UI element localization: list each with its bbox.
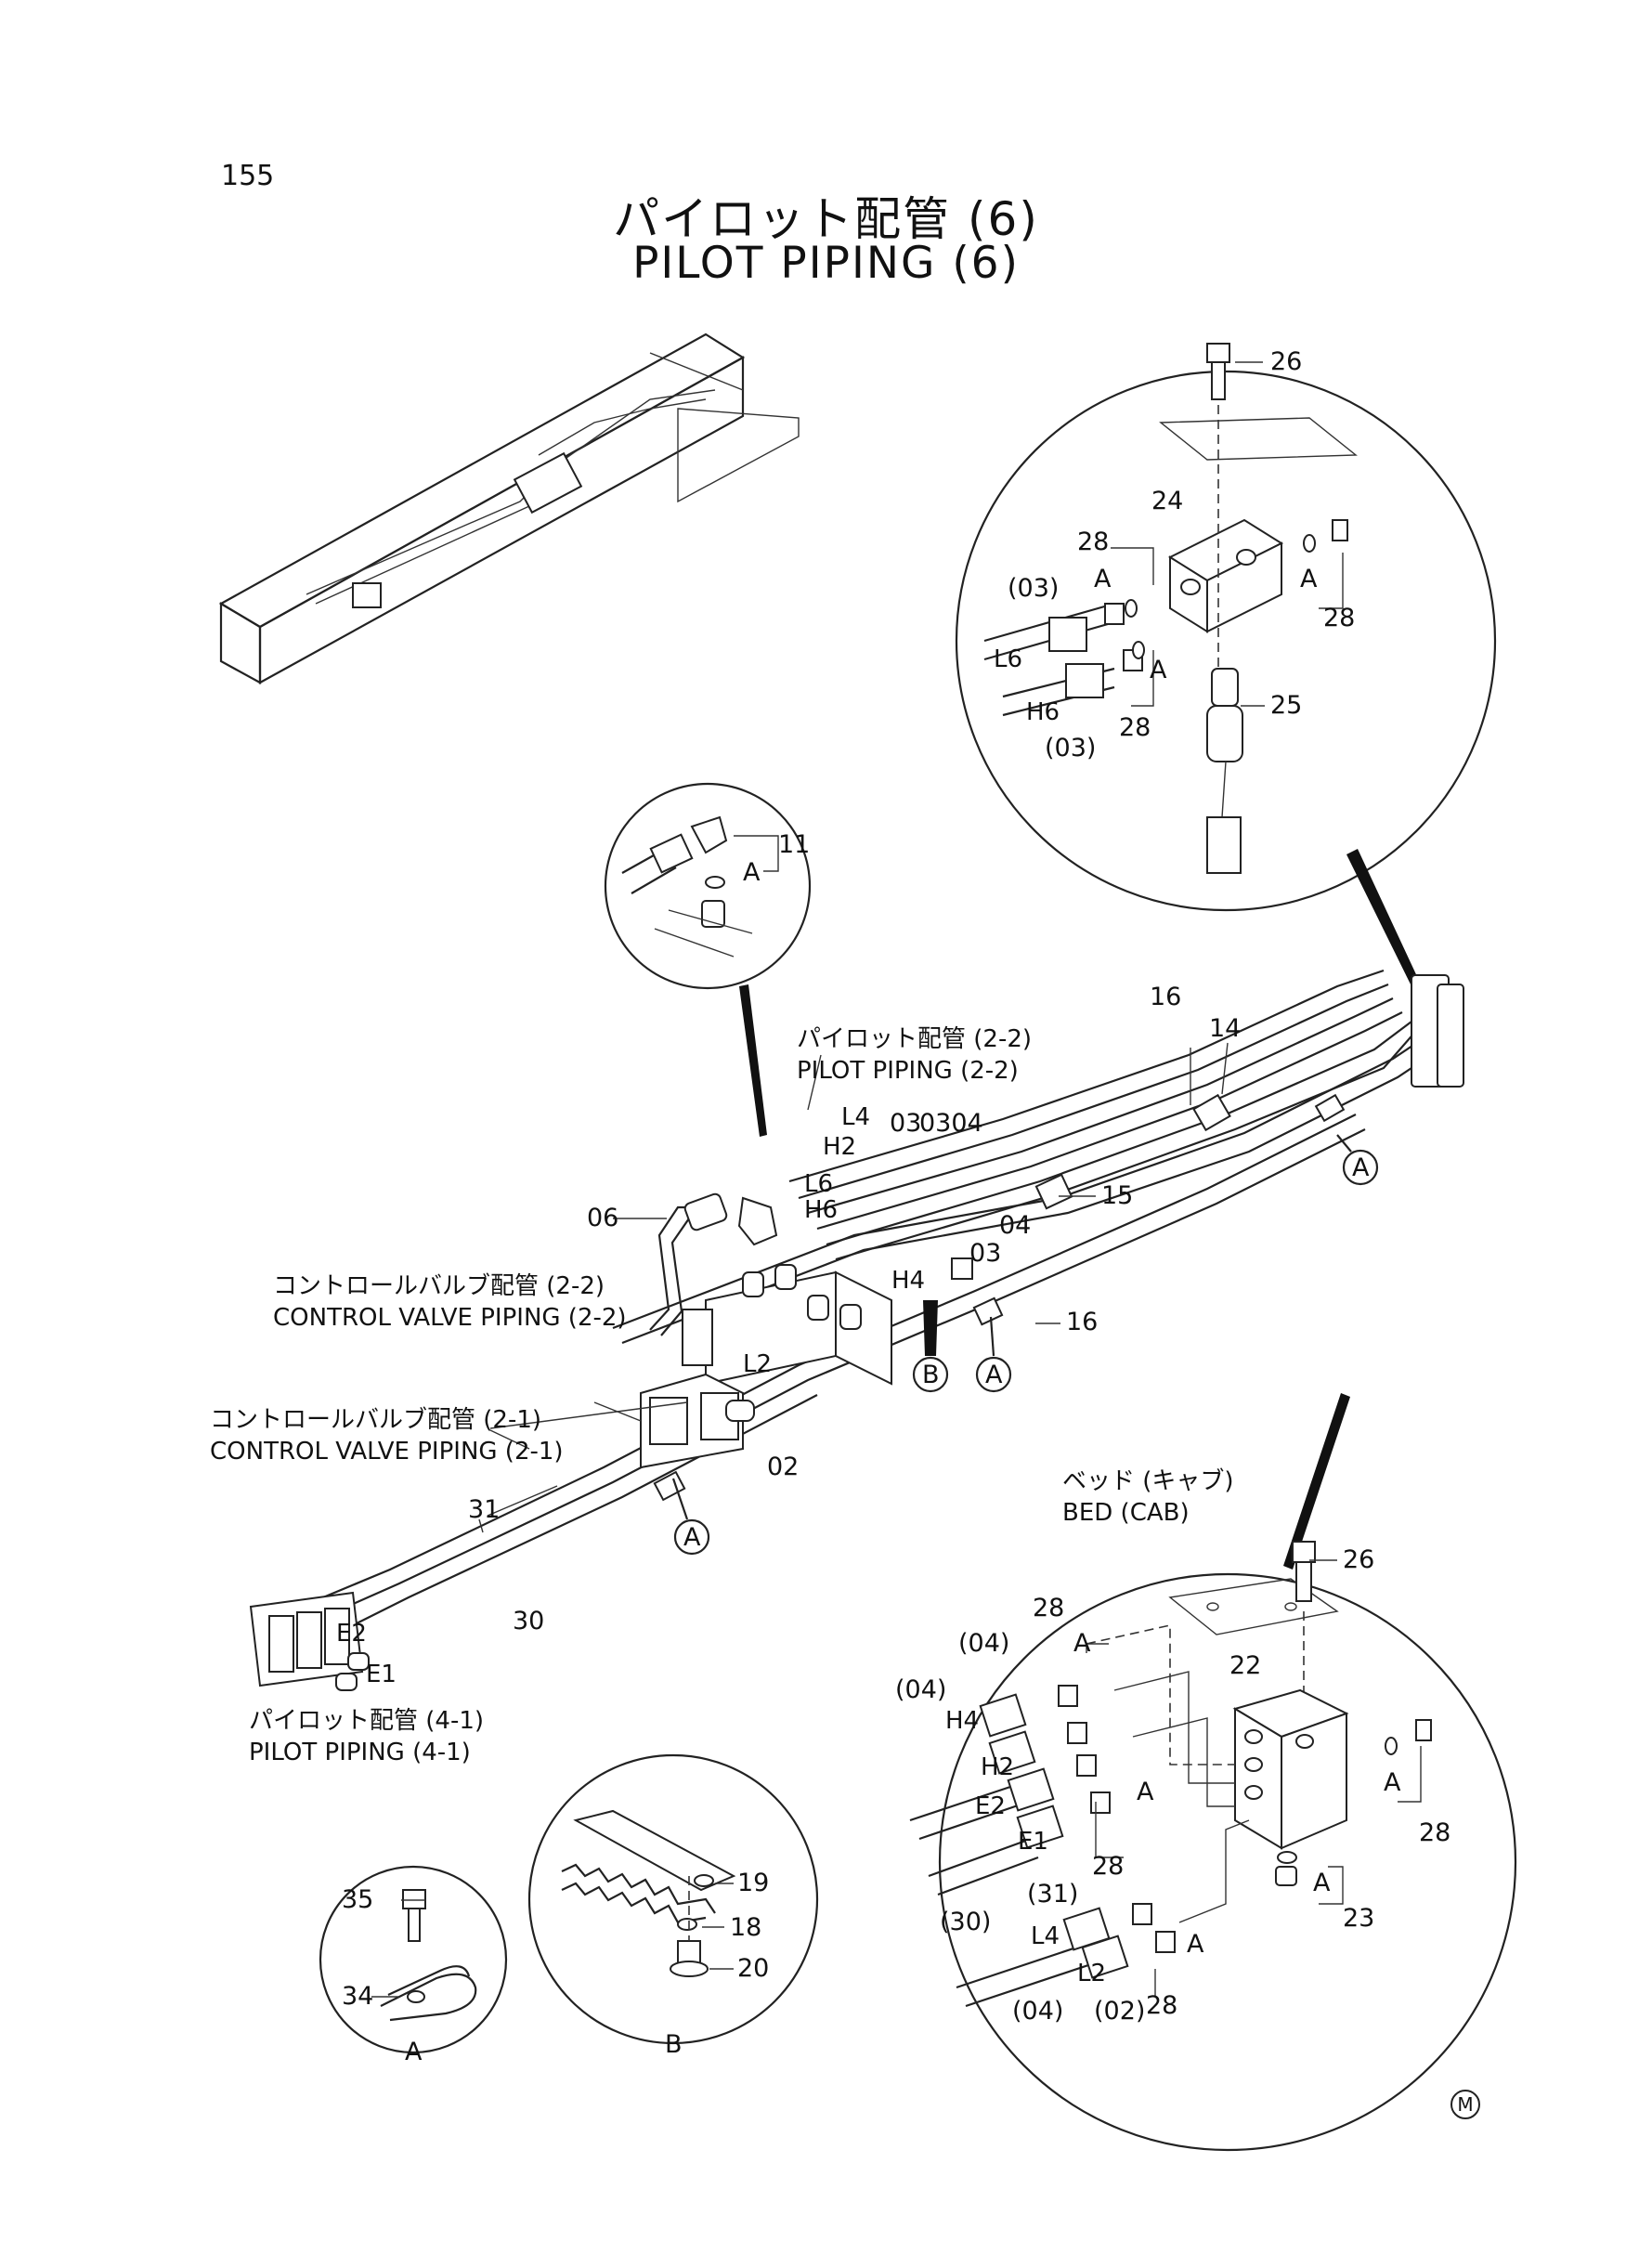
hose-label-l6-mid: L6 [804,1170,834,1198]
manual-mark: M [1450,2090,1480,2119]
callout-14: 14 [1209,1014,1242,1043]
ref-pilot-2-2-en: PILOT PIPING (2-2) [797,1057,1019,1085]
detail-circle-bottom-right [909,1541,1517,2152]
callout-30-paren: (30) [940,1908,992,1936]
marker-a-bottom-1: A [1073,1629,1091,1658]
callout-23: 23 [1343,1904,1375,1933]
marker-b-harness: B [922,1361,940,1389]
callout-20: 20 [737,1954,770,1983]
callout-28-d: 28 [1033,1594,1065,1622]
callout-03-paren-b: (03) [1045,734,1097,762]
marker-a-top-3: A [1150,656,1167,684]
ref-cv-2-1-en: CONTROL VALVE PIPING (2-1) [210,1438,564,1466]
callout-26-bottom: 26 [1343,1545,1375,1574]
marker-a-bottom-3: A [1384,1768,1401,1797]
marker-circles [671,1134,1379,1556]
callout-28-g: 28 [1146,1991,1178,2020]
callout-28-b: 28 [1323,604,1356,632]
marker-a-elbow: A [743,858,761,887]
hose-label-l6-top: L6 [994,645,1023,673]
page-title-english: PILOT PIPING (6) [632,238,1020,289]
leader-lines [371,361,1337,1998]
detail-circle-a [319,1865,508,2054]
callout-28-e: 28 [1419,1818,1451,1847]
callout-02-paren: (02) [1094,1997,1146,2026]
hose-label-e1-bottom: E1 [1018,1828,1048,1856]
hose-label-h2-bottom: H2 [981,1753,1015,1781]
ref-bed-en: BED (CAB) [1062,1499,1190,1527]
marker-a-harness-1: A [1352,1153,1370,1182]
hose-label-h2-mid: H2 [823,1133,857,1161]
marker-a-top-1: A [1094,565,1112,593]
hose-label-l4-mid: L4 [841,1103,871,1131]
callout-06: 06 [587,1204,619,1232]
hose-label-l4-bottom: L4 [1031,1922,1060,1950]
callout-19: 19 [737,1869,770,1897]
callout-11: 11 [778,830,811,859]
callout-18: 18 [730,1913,762,1942]
ref-cv-2-1-ja: コントロールバルブ配管 (2-1) [210,1406,542,1434]
callout-03-top: 03 [890,1109,922,1138]
hose-label-e2-bottom: E2 [975,1792,1006,1820]
callout-0304: 0304 [919,1109,983,1138]
page-title-japanese: パイロット配管 (6) [613,192,1039,246]
hose-label-h6-top: H6 [1026,698,1060,726]
marker-a-bottom-4: A [1313,1869,1331,1897]
callout-28-a: 28 [1077,528,1110,556]
callout-04-paren-c: (04) [1012,1997,1064,2026]
ref-pilot-4-1-en: PILOT PIPING (4-1) [249,1739,471,1766]
hose-label-e1: E1 [366,1661,397,1688]
callout-28-f: 28 [1092,1852,1125,1881]
ref-cv-2-2-en: CONTROL VALVE PIPING (2-2) [273,1304,627,1332]
callout-16-top: 16 [1150,983,1182,1011]
marker-a-harness-2: A [985,1361,1003,1389]
cab-overview-illustration [218,332,800,684]
callout-03-plain: 03 [969,1239,1002,1268]
detail-circle-elbow [604,782,812,990]
callout-26-top: 26 [1270,347,1303,376]
marker-a-bottom-5: A [1187,1930,1204,1959]
detail-b-label: B [665,2030,683,2059]
hose-label-h6-mid: H6 [804,1196,839,1224]
detail-a-label: A [405,2038,423,2066]
hose-label-h4-mid: H4 [891,1267,926,1295]
detail-circle-top-right [955,343,1497,912]
detail-circle-b [527,1753,819,2045]
callout-03-paren-a: (03) [1008,574,1060,603]
callout-24: 24 [1151,487,1184,515]
callout-04-paren-b: (04) [895,1675,947,1704]
callout-02: 02 [767,1453,800,1481]
ref-pilot-2-2-ja: パイロット配管 (2-2) [797,1025,1033,1053]
marker-a-bottom-2: A [1137,1778,1154,1806]
hose-label-l2-mid: L2 [743,1350,773,1378]
page-number: 155 [221,160,275,192]
ref-bed-ja: ベッド (キャブ) [1062,1467,1234,1495]
callout-04-plain: 04 [999,1211,1032,1240]
callout-28-c: 28 [1119,713,1151,742]
marker-a-top-2: A [1300,565,1318,593]
ref-pilot-4-1-ja: パイロット配管 (4-1) [249,1707,485,1735]
marker-a-harness-3: A [683,1523,701,1552]
main-harness [249,969,1464,1691]
callout-15: 15 [1101,1181,1134,1210]
callout-16-mid: 16 [1066,1308,1099,1336]
callout-31-paren: (31) [1027,1880,1079,1909]
callout-25: 25 [1270,691,1303,720]
callout-30: 30 [513,1607,545,1635]
callout-31: 31 [468,1495,501,1524]
callout-22: 22 [1229,1651,1262,1680]
callout-04-paren-a: (04) [958,1629,1010,1658]
ref-cv-2-2-ja: コントロールバルブ配管 (2-2) [273,1272,605,1300]
callout-35: 35 [342,1885,374,1914]
hose-label-h4-bottom: H4 [945,1707,980,1735]
hose-label-l2-bottom: L2 [1077,1960,1107,1987]
hose-label-e2: E2 [336,1620,367,1648]
callout-34: 34 [342,1982,374,2011]
